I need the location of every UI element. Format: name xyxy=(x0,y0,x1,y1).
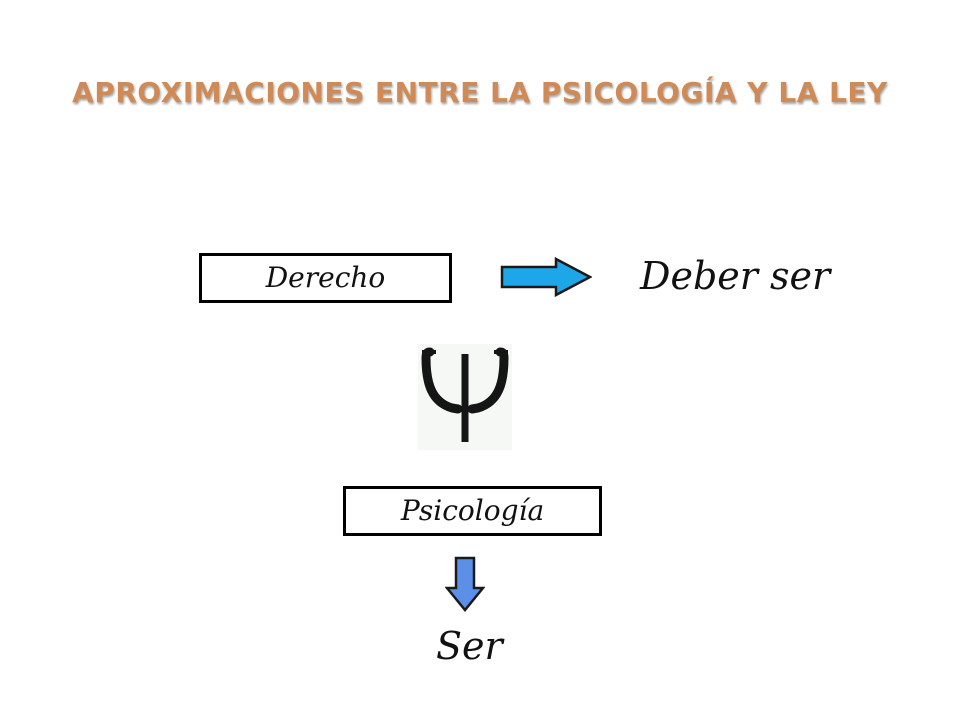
ser-label: Ser xyxy=(436,624,503,668)
derecho-box: Derecho xyxy=(199,253,452,303)
page-title: APROXIMACIONES ENTRE LA PSICOLOGÍA Y LA … xyxy=(72,76,888,109)
arrow-right-icon xyxy=(500,257,592,297)
psicologia-box: Psicología xyxy=(343,486,602,536)
psi-symbol-icon xyxy=(418,344,512,450)
deber-ser-label: Deber ser xyxy=(640,254,831,298)
arrow-down-icon xyxy=(445,556,485,612)
